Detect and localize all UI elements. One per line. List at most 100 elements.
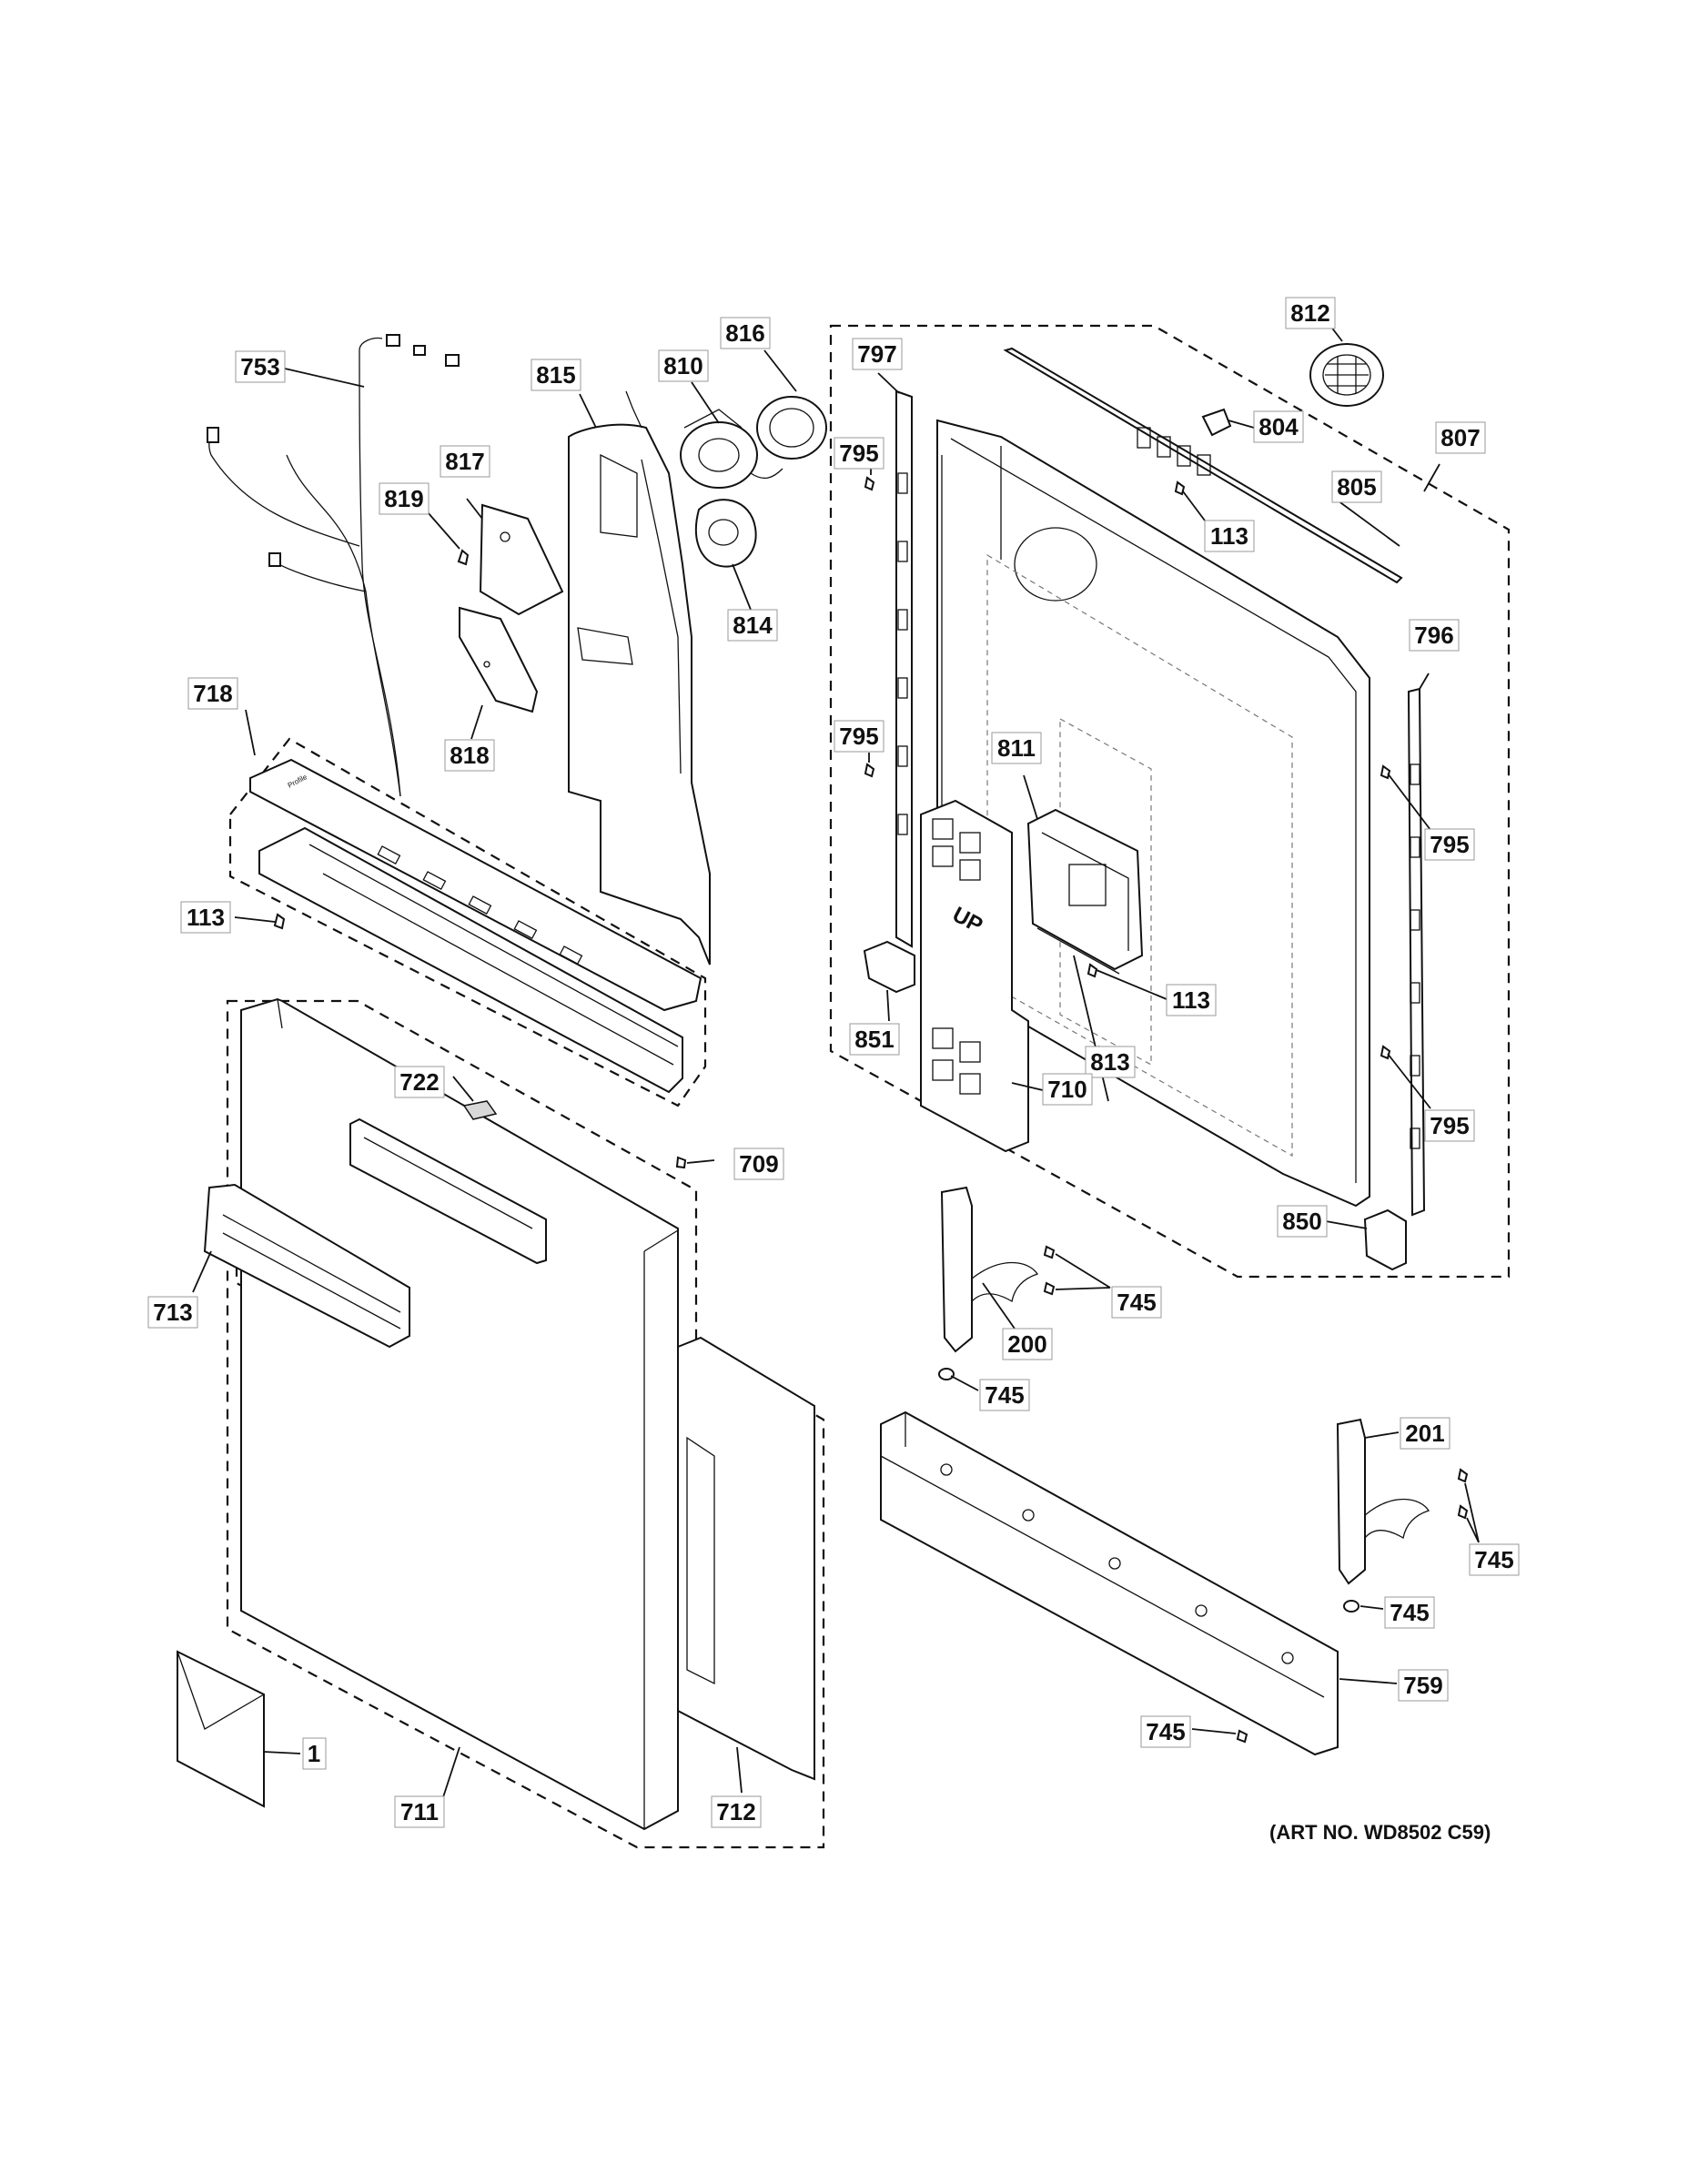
svg-text:711: 711: [400, 1798, 439, 1825]
callout-113-dispenser: 113: [1166, 984, 1217, 1016]
bracket-851: [863, 940, 915, 994]
svg-text:813: 813: [1090, 1048, 1129, 1076]
inner-panel-712: [677, 1336, 815, 1781]
callout-795-right: 795: [1424, 828, 1475, 861]
hinge-201: [1336, 1418, 1430, 1585]
toe-kick-759: [880, 1410, 1339, 1756]
svg-text:712: 712: [716, 1798, 755, 1825]
callout-804: 804: [1253, 410, 1304, 443]
svg-text:113: 113: [187, 904, 225, 931]
svg-text:201: 201: [1405, 1420, 1444, 1447]
svg-text:850: 850: [1282, 1208, 1321, 1235]
svg-text:745: 745: [1117, 1289, 1156, 1316]
gasket-ring-816: [756, 396, 827, 460]
svg-text:851: 851: [854, 1026, 894, 1053]
callout-718: 718: [187, 677, 238, 710]
svg-text:722: 722: [399, 1068, 439, 1096]
callout-850: 850: [1277, 1205, 1328, 1238]
svg-text:805: 805: [1337, 473, 1376, 500]
bracket-850: [1363, 1208, 1407, 1271]
callout-713: 713: [147, 1296, 198, 1329]
svg-text:819: 819: [384, 485, 423, 512]
fan-housing-814: [694, 499, 757, 568]
screw-113-dispenser: [1087, 963, 1098, 978]
callout-745-hinge-right: 745: [1469, 1543, 1520, 1576]
svg-text:753: 753: [240, 353, 279, 380]
callout-796: 796: [1409, 619, 1460, 652]
svg-text:807: 807: [1440, 424, 1480, 451]
callout-745-toekick: 745: [1140, 1715, 1191, 1748]
svg-text:795: 795: [1430, 1112, 1469, 1139]
callout-745-hinge-right-bottom: 745: [1384, 1596, 1435, 1629]
svg-text:815: 815: [536, 361, 575, 389]
callout-712: 712: [711, 1795, 762, 1828]
literature-packet-1: [177, 1650, 265, 1808]
svg-text:810: 810: [663, 352, 702, 379]
svg-text:709: 709: [739, 1150, 778, 1178]
svg-text:745: 745: [985, 1381, 1024, 1409]
callout-113-latch: 113: [1204, 520, 1255, 552]
callout-709: 709: [733, 1148, 784, 1180]
callout-851: 851: [849, 1023, 900, 1056]
svg-text:745: 745: [1474, 1546, 1513, 1573]
svg-text:113: 113: [1210, 522, 1248, 550]
vent-grille-812: [1309, 343, 1384, 407]
door-handle-713: [203, 1183, 410, 1349]
callout-759: 759: [1398, 1669, 1449, 1702]
callout-814: 814: [727, 609, 778, 642]
callout-810: 810: [658, 349, 709, 382]
svg-text:200: 200: [1007, 1330, 1046, 1358]
callout-200: 200: [1002, 1328, 1053, 1360]
callout-812: 812: [1285, 297, 1336, 329]
callout-815: 815: [531, 359, 581, 391]
callout-817: 817: [440, 445, 490, 478]
side-trim-796: [1407, 687, 1426, 1217]
callout-201: 201: [1400, 1417, 1450, 1450]
art-number: (ART NO. WD8502 C59): [1269, 1821, 1491, 1844]
callout-795-mid: 795: [834, 720, 884, 753]
control-panel-718: Profile: [249, 758, 702, 1094]
svg-text:812: 812: [1290, 299, 1329, 327]
outer-door-panel-711: [240, 997, 679, 1831]
hinge-200: [940, 1186, 1039, 1353]
callout-711: 711: [394, 1795, 445, 1828]
dispenser-811: [1026, 808, 1144, 971]
side-trim-797: [895, 389, 913, 948]
badge-722: [462, 1100, 498, 1120]
screw-113-latch: [1174, 480, 1186, 496]
door-latch-804: [1201, 408, 1232, 437]
callout-795-top: 795: [834, 437, 884, 470]
svg-text:804: 804: [1258, 413, 1299, 440]
callout-807: 807: [1435, 421, 1486, 454]
dispenser-seal-813: [1036, 927, 1120, 975]
callout-113-panel: 113: [180, 901, 231, 934]
svg-text:113: 113: [1172, 986, 1210, 1014]
screw-113-panel: [273, 913, 286, 930]
callout-811: 811: [991, 732, 1042, 764]
callout-753: 753: [235, 350, 286, 383]
outer-door-assembly-outline: [226, 999, 825, 1849]
svg-text:745: 745: [1146, 1718, 1185, 1745]
svg-text:816: 816: [725, 319, 764, 347]
callout-labels: 753 815 810 816 817 819 814 818 718 113 …: [147, 297, 1520, 1828]
svg-text:759: 759: [1403, 1672, 1442, 1699]
svg-text:1: 1: [308, 1740, 320, 1767]
svg-text:818: 818: [450, 742, 489, 769]
svg-text:797: 797: [857, 340, 896, 368]
callout-819: 819: [379, 482, 430, 515]
svg-text:817: 817: [445, 448, 484, 475]
svg-text:795: 795: [1430, 831, 1469, 858]
svg-text:795: 795: [839, 723, 878, 750]
svg-text:745: 745: [1390, 1599, 1429, 1626]
callout-710: 710: [1042, 1073, 1093, 1106]
board-cover-818: [459, 606, 539, 713]
callout-805: 805: [1331, 470, 1382, 503]
callout-1: 1: [302, 1737, 327, 1770]
callout-797: 797: [852, 338, 903, 370]
svg-text:713: 713: [153, 1299, 192, 1326]
vent-duct-815: [568, 390, 711, 966]
screws-745: [938, 1245, 1469, 1744]
callout-745-hinge-left: 745: [1111, 1286, 1162, 1319]
insulation-710: UP: [920, 799, 1029, 1153]
callout-816: 816: [720, 317, 771, 349]
